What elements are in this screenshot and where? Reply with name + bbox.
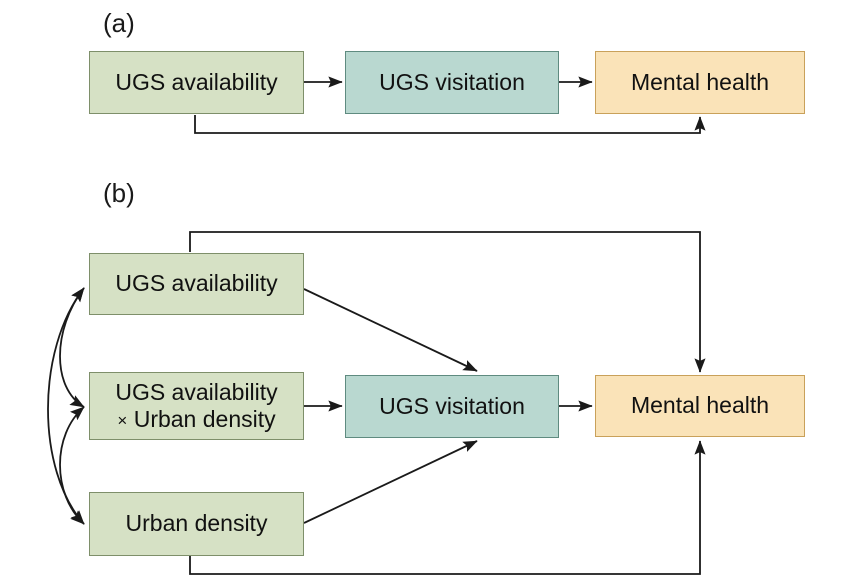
edge-b-availability-interaction-correlation <box>59 287 85 408</box>
edge-b-density-to-visitation <box>303 440 478 524</box>
edge-a-availability-to-mental <box>194 115 706 134</box>
node-b-urban-density[interactable]: Urban density <box>89 492 304 556</box>
node-a-ugs-visitation[interactable]: UGS visitation <box>345 51 559 114</box>
interaction-label-line1: UGS availability <box>115 378 278 405</box>
node-b-ugs-visitation[interactable]: UGS visitation <box>345 375 559 438</box>
node-b-mental-health[interactable]: Mental health <box>595 375 805 437</box>
edge-b-density-to-mental <box>189 440 706 575</box>
node-b-ugs-availability-x-urban-density[interactable]: UGS availability × Urban density <box>89 372 304 440</box>
node-a-mental-health[interactable]: Mental health <box>595 51 805 114</box>
node-b-ugs-availability[interactable]: UGS availability <box>89 253 304 315</box>
interaction-label-line2: × Urban density <box>117 406 276 432</box>
panel-label-a: (a) <box>103 8 135 38</box>
edge-b-availability-to-mental <box>189 231 706 373</box>
panel-label-b: (b) <box>103 178 135 208</box>
edge-b-availability-to-visitation <box>303 288 478 372</box>
edge-b-interaction-density-correlation <box>59 406 85 525</box>
node-a-ugs-availability[interactable]: UGS availability <box>89 51 304 114</box>
